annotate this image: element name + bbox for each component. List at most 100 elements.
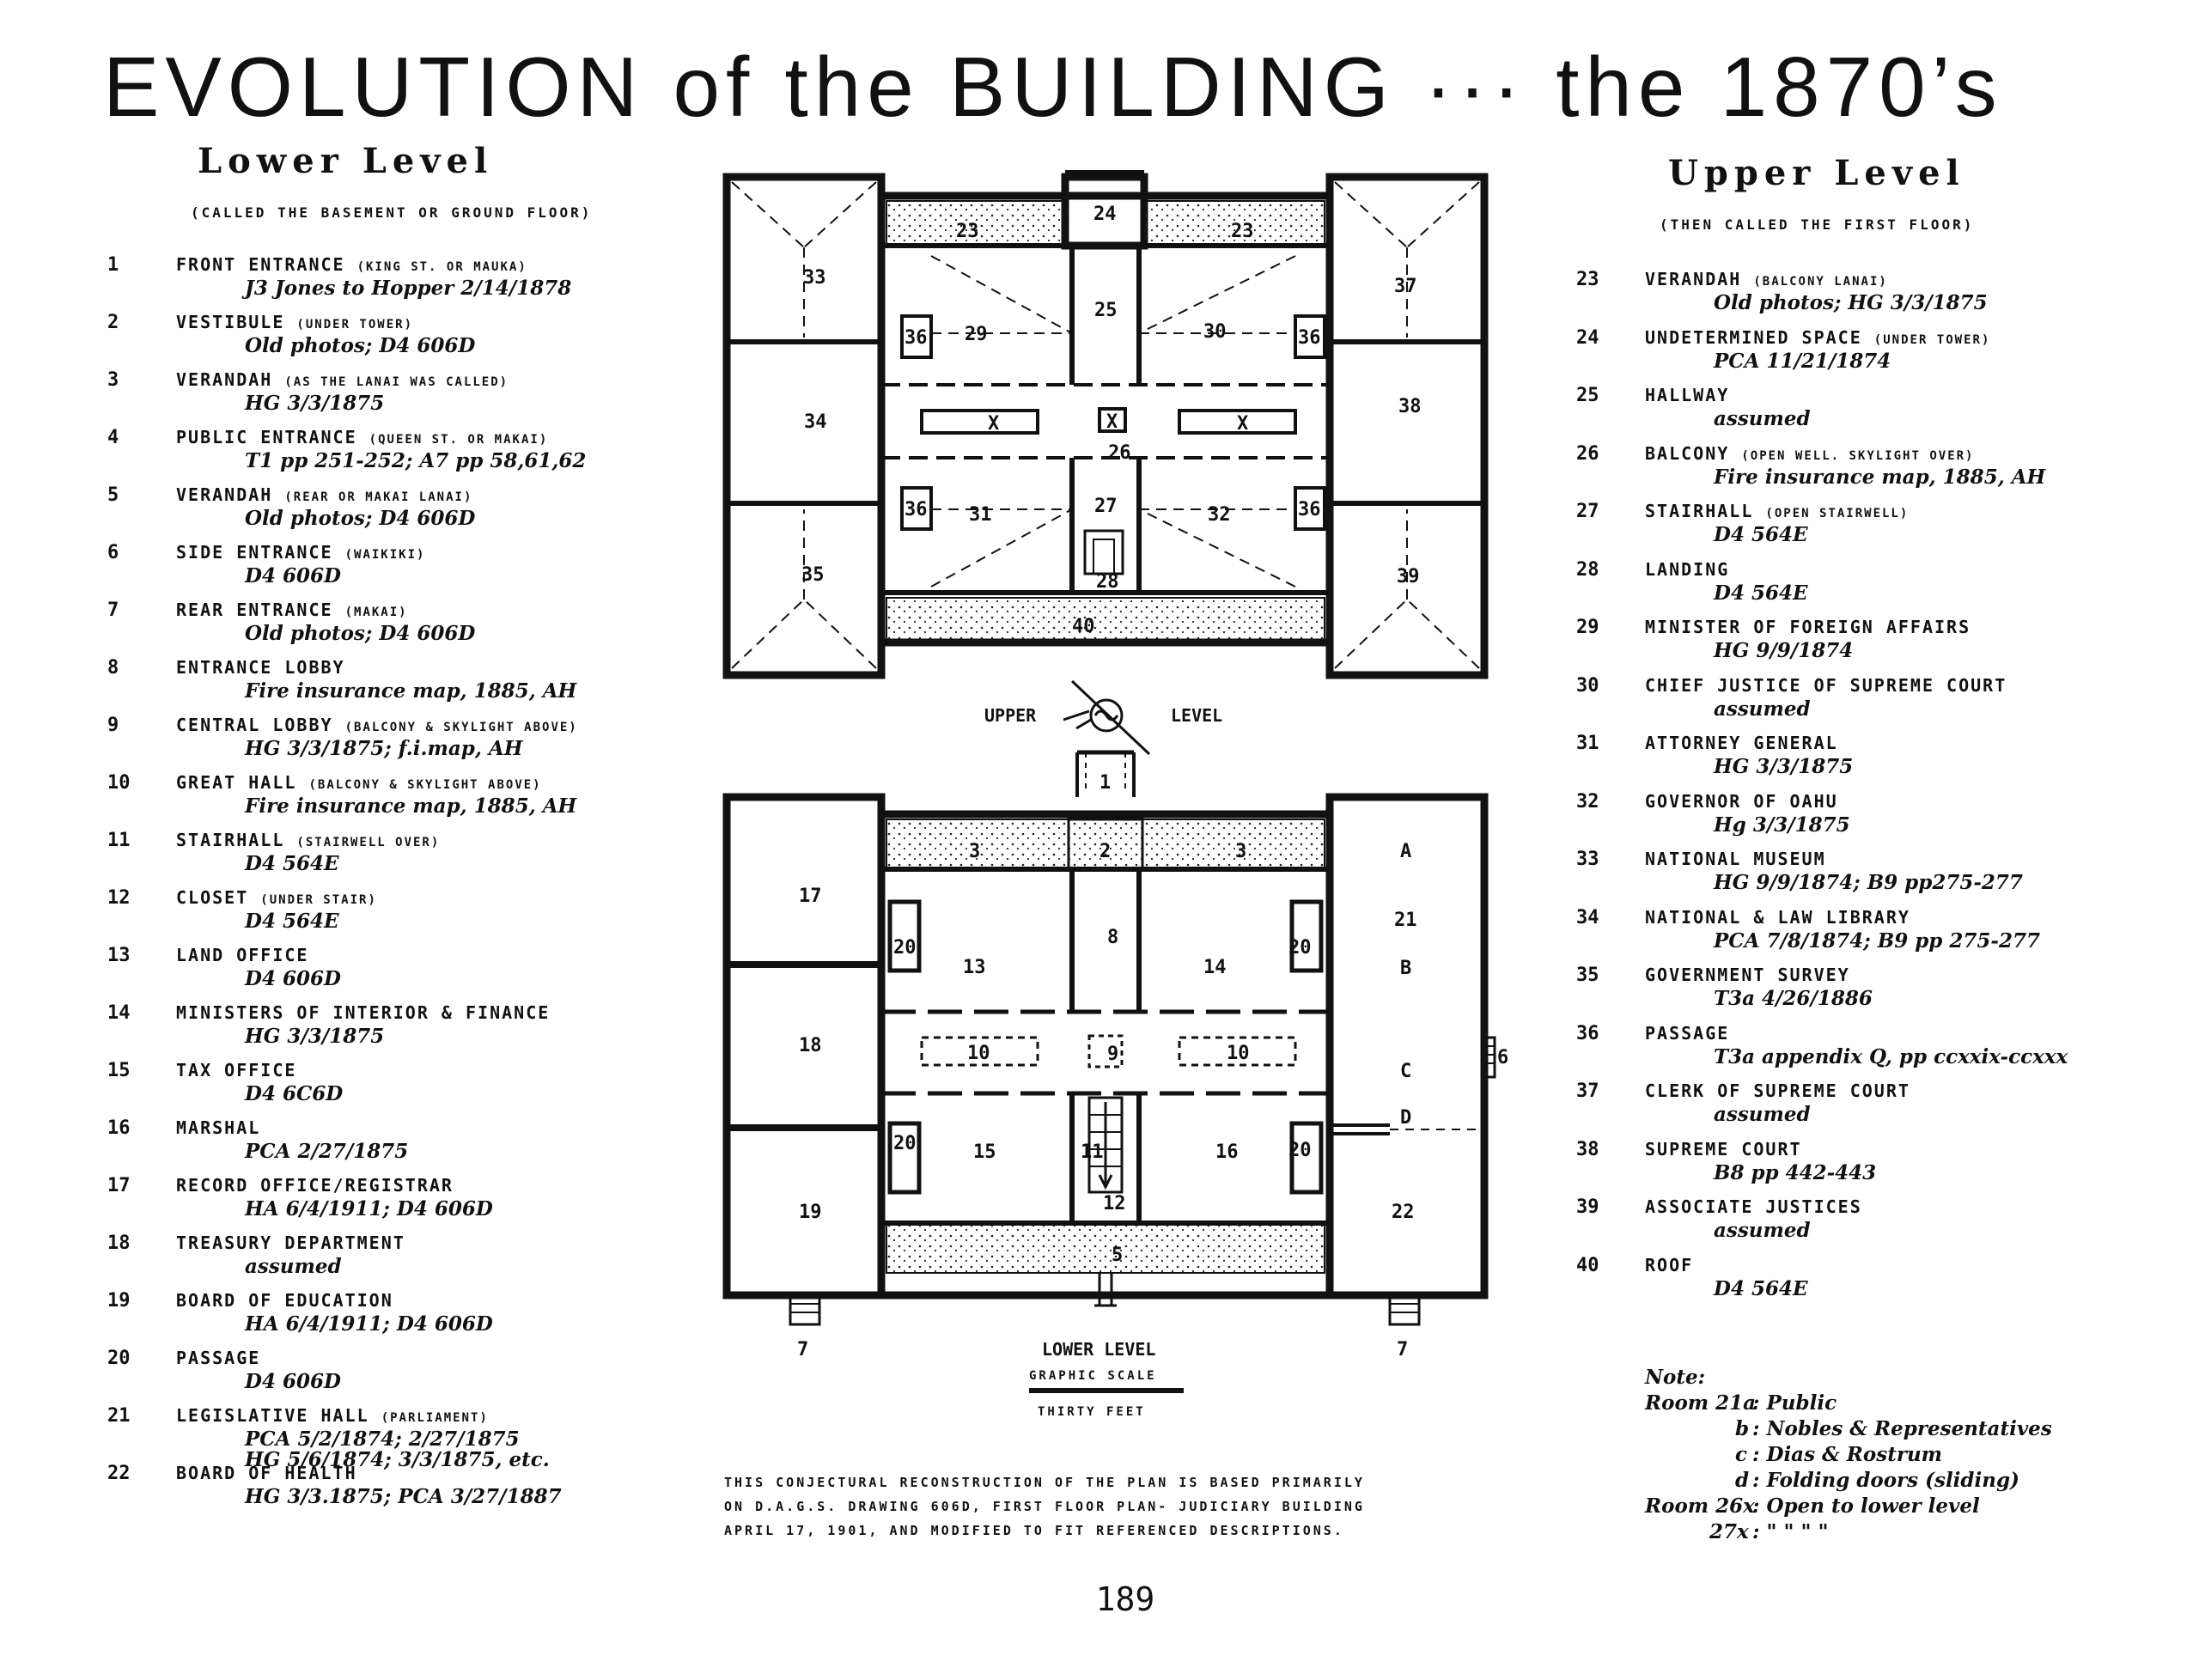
legend-room-label: ENTRANCE LOBBY bbox=[176, 657, 345, 678]
lower-level-subtitle: (CALLED THE BASEMENT OR GROUND FLOOR) bbox=[191, 204, 593, 221]
legend-reference: D4 6C6D bbox=[245, 1082, 344, 1105]
lower-level-heading: Lower Level bbox=[198, 144, 493, 179]
legend-room-label: CHIEF JUSTICE OF SUPREME COURT bbox=[1645, 674, 2007, 696]
legend-number: 12 bbox=[107, 887, 131, 909]
room-37: 37 bbox=[1394, 276, 1417, 297]
legend-reference: PCA 5/2/1874; 2/27/1875 bbox=[245, 1427, 520, 1451]
legend-number: 15 bbox=[107, 1060, 131, 1081]
upper-level-plan bbox=[722, 170, 1489, 679]
page-number: 189 bbox=[1095, 1580, 1155, 1618]
legend-room-label: GREAT HALL bbox=[176, 772, 297, 793]
note-text: : Dias & Rostrum bbox=[1752, 1443, 1943, 1466]
room-11: 11 bbox=[1081, 1141, 1104, 1163]
legend-room-label: NATIONAL & LAW LIBRARY bbox=[1645, 906, 1910, 928]
legend-room-label: VERANDAH bbox=[176, 369, 273, 390]
room-15: 15 bbox=[973, 1141, 996, 1163]
legend-reference: HA 6/4/1911; D4 606D bbox=[245, 1312, 493, 1336]
legend-room-label: LAND OFFICE bbox=[176, 945, 309, 965]
legend-number: 36 bbox=[1576, 1022, 1599, 1044]
legend-room-label: SUPREME COURT bbox=[1645, 1138, 1802, 1160]
room-note: Note: Room 21a: Public b: Nobles & Repre… bbox=[1645, 1366, 2178, 1555]
room-36-d: 36 bbox=[1298, 499, 1321, 520]
legend-number: 37 bbox=[1576, 1080, 1599, 1102]
legend-room-note: (UNDER TOWER) bbox=[296, 318, 413, 332]
room-20-b: 20 bbox=[1288, 937, 1312, 959]
room-x-left: X bbox=[988, 413, 999, 435]
legend-reference: HG 3/3.1875; PCA 3/27/1887 bbox=[245, 1485, 562, 1508]
legend-room-label: GOVERNMENT SURVEY bbox=[1645, 965, 1850, 985]
lower-room-labels: 1 2 3 3 5 6 7 7 8 9 10 10 11 12 13 14 15… bbox=[797, 772, 1508, 1360]
legend-room-label: BOARD OF HEALTH bbox=[176, 1463, 357, 1483]
note-key: c bbox=[1735, 1443, 1748, 1466]
legend-room-name: LANDING bbox=[1645, 559, 1729, 580]
room-10-right: 10 bbox=[1227, 1043, 1250, 1064]
legend-room-name: UNDETERMINED SPACE (UNDER TOWER) bbox=[1645, 327, 1990, 348]
note-line: d: Folding doors (sliding) bbox=[1735, 1469, 2019, 1492]
legend-room-name: SUPREME COURT bbox=[1645, 1139, 1802, 1160]
legend-room-label: MARSHAL bbox=[176, 1117, 261, 1138]
legend-number: 21 bbox=[107, 1405, 131, 1427]
legend-reference: HG 9/9/1874 bbox=[1714, 639, 1854, 662]
legend-room-label: CENTRAL LOBBY bbox=[176, 715, 333, 735]
legend-number: 8 bbox=[107, 657, 119, 679]
legend-room-name: NATIONAL MUSEUM bbox=[1645, 849, 1826, 869]
room-21: 21 bbox=[1394, 910, 1417, 931]
legend-room-name: VERANDAH (REAR OR MAKAI LANAI) bbox=[176, 484, 472, 505]
note-prefix: Room 26x bbox=[1645, 1494, 1755, 1518]
legend-reference: HG 9/9/1874; B9 pp275-277 bbox=[1714, 871, 2023, 894]
room-39: 39 bbox=[1397, 566, 1420, 587]
legend-reference: Old photos; D4 606D bbox=[245, 622, 476, 645]
legend-reference: HG 3/3/1875; f.i.map, AH bbox=[245, 737, 523, 760]
legend-room-note: (MAKAI) bbox=[344, 606, 408, 619]
room-40: 40 bbox=[1072, 616, 1095, 637]
room-10-left: 10 bbox=[967, 1043, 990, 1064]
legend-room-note: (BALCONY LANAI) bbox=[1753, 275, 1888, 289]
room-27: 27 bbox=[1094, 496, 1118, 517]
legend-number: 25 bbox=[1576, 385, 1599, 406]
legend-reference: D4 564E bbox=[245, 910, 339, 933]
note-key: d bbox=[1735, 1469, 1750, 1492]
room-8: 8 bbox=[1107, 927, 1118, 948]
room-29: 29 bbox=[965, 324, 988, 345]
room-7-left: 7 bbox=[797, 1339, 808, 1360]
legend-room-label: BOARD OF EDUCATION bbox=[176, 1290, 393, 1311]
legend-reference: D4 564E bbox=[1714, 523, 1808, 546]
legend-room-note: (WAIKIKI) bbox=[344, 548, 426, 562]
legend-number: 30 bbox=[1576, 674, 1599, 697]
legend-reference: Fire insurance map, 1885, AH bbox=[245, 794, 577, 818]
legend-room-label: CLOSET bbox=[176, 887, 249, 908]
note-text: : Public bbox=[1752, 1391, 1837, 1415]
room-19: 19 bbox=[799, 1202, 822, 1223]
note-text: : Open to lower level bbox=[1752, 1494, 1980, 1518]
legend-room-name: STAIRHALL (STAIRWELL OVER) bbox=[176, 830, 440, 850]
room-2: 2 bbox=[1100, 841, 1111, 862]
lower-level-plan bbox=[722, 750, 1496, 1326]
legend-reference: D4 564E bbox=[1714, 581, 1808, 605]
graphic-scale-label: GRAPHIC SCALE bbox=[1029, 1369, 1157, 1383]
legend-room-label: HALLWAY bbox=[1645, 385, 1730, 405]
legend-number: 26 bbox=[1576, 442, 1599, 465]
room-25: 25 bbox=[1094, 300, 1118, 321]
legend-room-label: UNDETERMINED SPACE bbox=[1645, 326, 1862, 348]
floor-plan-drawing: 23 23 24 25 26 27 28 29 30 31 32 33 34 3… bbox=[722, 170, 1508, 1419]
legend-room-label: NATIONAL MUSEUM bbox=[1645, 849, 1826, 869]
legend-reference: assumed bbox=[245, 1255, 342, 1278]
legend-room-label: RECORD OFFICE/REGISTRAR bbox=[176, 1175, 454, 1196]
legend-reference: B8 pp 442-443 bbox=[1714, 1160, 1877, 1184]
legend-reference: HG 3/3/1875 bbox=[1714, 755, 1854, 778]
legend-room-note: (BALCONY & SKYLIGHT ABOVE) bbox=[344, 721, 578, 734]
room-20-a: 20 bbox=[893, 937, 917, 959]
legend-room-note: (AS THE LANAI WAS CALLED) bbox=[284, 375, 509, 389]
legend-reference: T3a appendix Q, pp ccxxix-ccxxx bbox=[1714, 1044, 2068, 1068]
legend-room-name: GREAT HALL (BALCONY & SKYLIGHT ABOVE) bbox=[176, 772, 542, 793]
legend-number: 6 bbox=[107, 542, 119, 563]
legend-room-name: ATTORNEY GENERAL bbox=[1645, 733, 1838, 753]
room-34: 34 bbox=[804, 411, 827, 433]
room-21a: A bbox=[1400, 841, 1411, 862]
legend-room-name: MINISTERS OF INTERIOR & FINANCE bbox=[176, 1002, 550, 1023]
legend-room-name: FRONT ENTRANCE (KING ST. OR MAUKA) bbox=[176, 254, 527, 275]
upper-level-subtitle: (THEN CALLED THE FIRST FLOOR) bbox=[1660, 216, 1975, 233]
legend-reference: D4 606D bbox=[245, 1370, 341, 1393]
note-line: c: Dias & Rostrum bbox=[1735, 1443, 1942, 1466]
